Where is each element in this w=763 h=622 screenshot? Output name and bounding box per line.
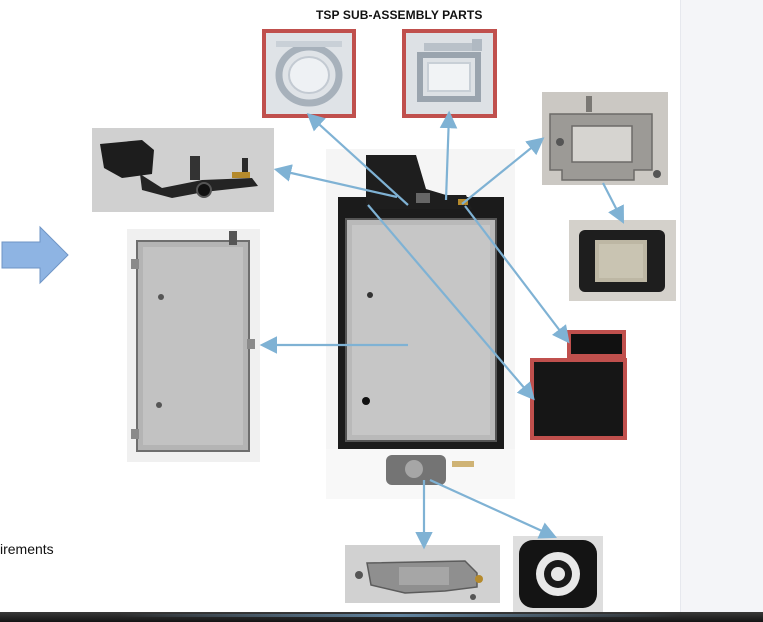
right-side-panel bbox=[680, 0, 763, 612]
home-button-part bbox=[513, 536, 603, 612]
home-button-photo bbox=[513, 536, 603, 612]
clear-camera-ring-part bbox=[262, 29, 356, 118]
home-button-bracket-part bbox=[345, 545, 500, 603]
slide: TSP SUB-ASSEMBLY PARTS irements bbox=[0, 8, 676, 612]
clear-sensor-bracket-part bbox=[402, 29, 497, 118]
clear-ring-photo bbox=[266, 33, 352, 114]
bottom-taskbar-strip bbox=[0, 612, 763, 622]
flex-cable-photo bbox=[92, 128, 274, 212]
slide-title: TSP SUB-ASSEMBLY PARTS bbox=[316, 8, 483, 22]
main-tsp-assembly-photo bbox=[326, 149, 515, 499]
earpiece-photo bbox=[569, 220, 676, 301]
slide-body-text-fragment: irements bbox=[0, 541, 54, 557]
phone-assembly-photo bbox=[326, 149, 515, 499]
large-foam-pad-part bbox=[530, 358, 627, 440]
metal-bracket-photo bbox=[542, 92, 668, 185]
lcd-shield-plate-part bbox=[127, 229, 260, 462]
front-camera-flex-cable-part bbox=[92, 128, 274, 212]
earpiece-metal-bracket-part bbox=[542, 92, 668, 185]
shield-plate-photo bbox=[127, 229, 260, 462]
home-bracket-photo bbox=[345, 545, 500, 603]
earpiece-speaker-part bbox=[569, 220, 676, 301]
clear-bracket-photo bbox=[406, 33, 493, 114]
small-foam-gasket-part bbox=[567, 330, 626, 358]
right-arrow-icon bbox=[1, 225, 69, 285]
